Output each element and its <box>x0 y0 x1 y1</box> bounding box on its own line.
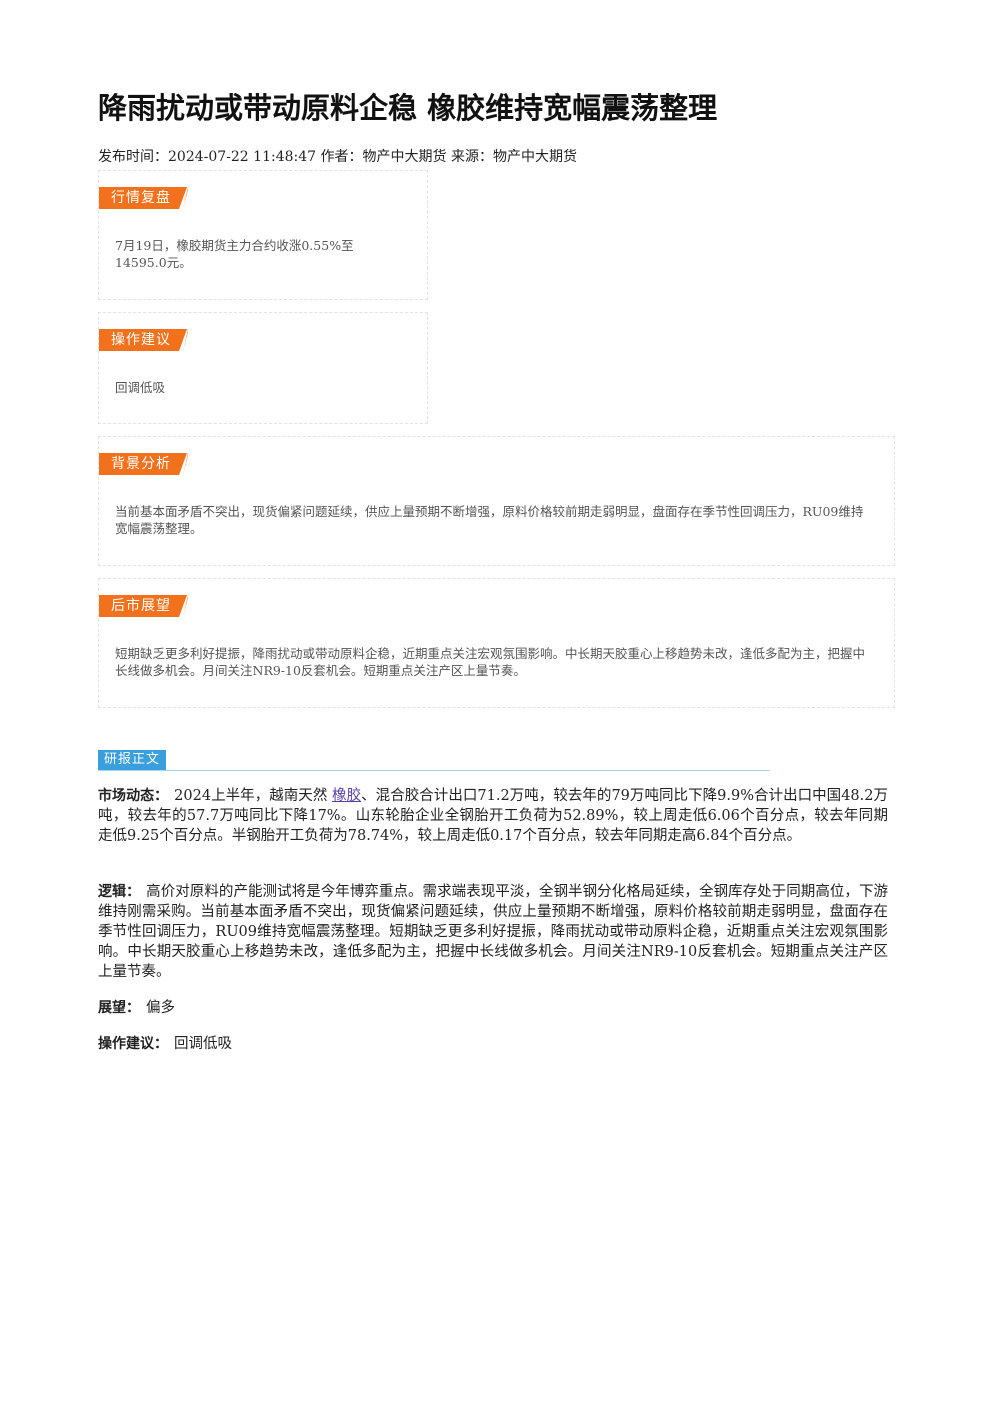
market-review-tag-label: 行情复盘 <box>99 187 187 209</box>
tag-stripe <box>183 329 188 351</box>
report-section-label: 研报正文 <box>98 750 167 770</box>
market-review-card: 行情复盘 7月19日，橡胶期货主力合约收涨0.55%至14595.0元。 <box>98 170 428 300</box>
tag-stripe <box>183 453 188 475</box>
background-analysis-card: 背景分析 当前基本面矛盾不突出，现货偏紧问题延续，供应上量预期不断增强，原料价格… <box>98 436 895 566</box>
market-dynamics-text-pre: 2024上半年，越南天然 <box>174 788 328 804</box>
market-outlook-tag-label: 后市展望 <box>99 595 187 617</box>
publish-label: 发布时间： <box>98 149 168 165</box>
report-section-header: 研报正文 <box>98 750 770 771</box>
background-analysis-tag: 背景分析 <box>99 453 195 475</box>
author-label: 作者： <box>320 149 363 165</box>
operation-advice-card: 操作建议 回调低吸 <box>98 312 428 424</box>
source: 物产中大期货 <box>492 149 577 165</box>
operation-advice-tag-label: 操作建议 <box>99 329 187 351</box>
publish-time: 2024-07-22 11:48:47 <box>168 149 317 165</box>
market-review-tag: 行情复盘 <box>99 187 195 209</box>
operation-advice-tag: 操作建议 <box>99 329 195 351</box>
advice-paragraph: 操作建议： 回调低吸 <box>98 1034 888 1054</box>
market-outlook-text: 短期缺乏更多利好提振，降雨扰动或带动原料企稳，近期重点关注宏观氛围影响。中长期天… <box>115 646 866 678</box>
tag-stripe <box>183 595 188 617</box>
author: 物产中大期货 <box>362 149 447 165</box>
rubber-link[interactable]: 橡胶 <box>332 788 362 804</box>
outlook-paragraph: 展望： 偏多 <box>98 998 888 1018</box>
logic-text: 高价对原料的产能测试将是今年博弈重点。需求端表现平淡，全钢半钢分化格局延续，全钢… <box>98 884 889 980</box>
market-outlook-card: 后市展望 短期缺乏更多利好提振，降雨扰动或带动原料企稳，近期重点关注宏观氛围影响… <box>98 578 895 708</box>
outlook-label: 展望： <box>98 1000 140 1016</box>
outlook-text: 偏多 <box>146 1000 175 1016</box>
advice-text: 回调低吸 <box>174 1036 232 1052</box>
advice-label: 操作建议： <box>98 1036 168 1052</box>
market-outlook-tag: 后市展望 <box>99 595 195 617</box>
background-analysis-text: 当前基本面矛盾不突出，现货偏紧问题延续，供应上量预期不断增强，原料价格较前期走弱… <box>115 504 864 536</box>
page-title: 降雨扰动或带动原料企稳 橡胶维持宽幅震荡整理 <box>98 91 718 125</box>
logic-label: 逻辑： <box>98 884 141 900</box>
market-dynamics-paragraph: 市场动态： 2024上半年，越南天然 橡胶、混合胶合计出口71.2万吨，较去年的7… <box>98 786 888 846</box>
source-label: 来源： <box>450 149 493 165</box>
market-dynamics-label: 市场动态： <box>98 788 169 804</box>
market-review-text: 7月19日，橡胶期货主力合约收涨0.55%至14595.0元。 <box>115 238 354 270</box>
operation-advice-text: 回调低吸 <box>115 380 166 395</box>
market-dynamics-text-post: 、混合胶合计出口71.2万吨，较去年的79万吨同比下降9.9%合计出口中国48.… <box>98 788 889 844</box>
logic-paragraph: 逻辑：高价对原料的产能测试将是今年博弈重点。需求端表现平淡，全钢半钢分化格局延续… <box>98 882 888 982</box>
article-meta: 发布时间：2024-07-22 11:48:47 作者：物产中大期货 来源：物产… <box>98 147 577 167</box>
tag-stripe <box>183 187 188 209</box>
background-analysis-tag-label: 背景分析 <box>99 453 187 475</box>
